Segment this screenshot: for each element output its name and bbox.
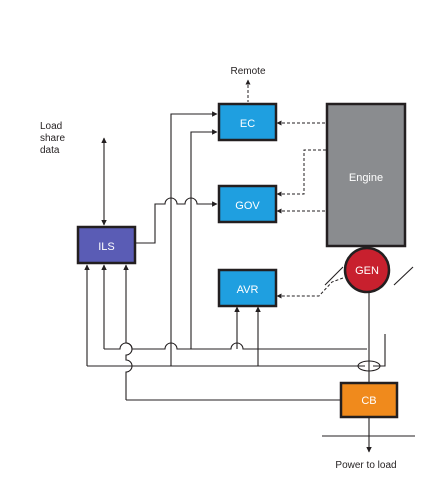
load-share-label-1: Load <box>40 121 62 132</box>
gen-block: GEN <box>324 246 414 294</box>
current-transformer <box>357 360 381 372</box>
engine-label: Engine <box>349 172 383 184</box>
ils-input-3 <box>123 264 133 400</box>
power-to-load-label: Power to load <box>335 460 396 471</box>
gen-to-avr-line <box>276 277 344 299</box>
dashed-signal-lines <box>245 79 344 299</box>
avr-label: AVR <box>237 284 259 296</box>
solid-wiring <box>84 111 415 453</box>
bus-line-lower <box>87 334 386 367</box>
ils-label: ILS <box>98 241 115 253</box>
gen-label: GEN <box>355 265 379 277</box>
bus-to-ec-line-2 <box>190 129 218 349</box>
gov-label: GOV <box>235 200 260 212</box>
load-share-label-2: share <box>40 133 65 144</box>
bus-line-upper <box>104 342 367 350</box>
ils-block: ILS <box>76 225 137 265</box>
ec-block: EC <box>217 102 278 142</box>
load-share-label-3: data <box>40 145 60 156</box>
engine-to-gov-line <box>276 149 326 197</box>
avr-block: AVR <box>217 268 278 308</box>
ils-to-gov-line <box>136 197 218 244</box>
gov-block: GOV <box>217 184 278 224</box>
ec-label: EC <box>240 118 255 130</box>
bus-to-ec-line <box>170 111 218 366</box>
engine-block: Engine <box>325 102 407 248</box>
cb-label: CB <box>361 395 376 407</box>
cb-block: CB <box>339 381 399 419</box>
remote-label: Remote <box>230 66 265 77</box>
